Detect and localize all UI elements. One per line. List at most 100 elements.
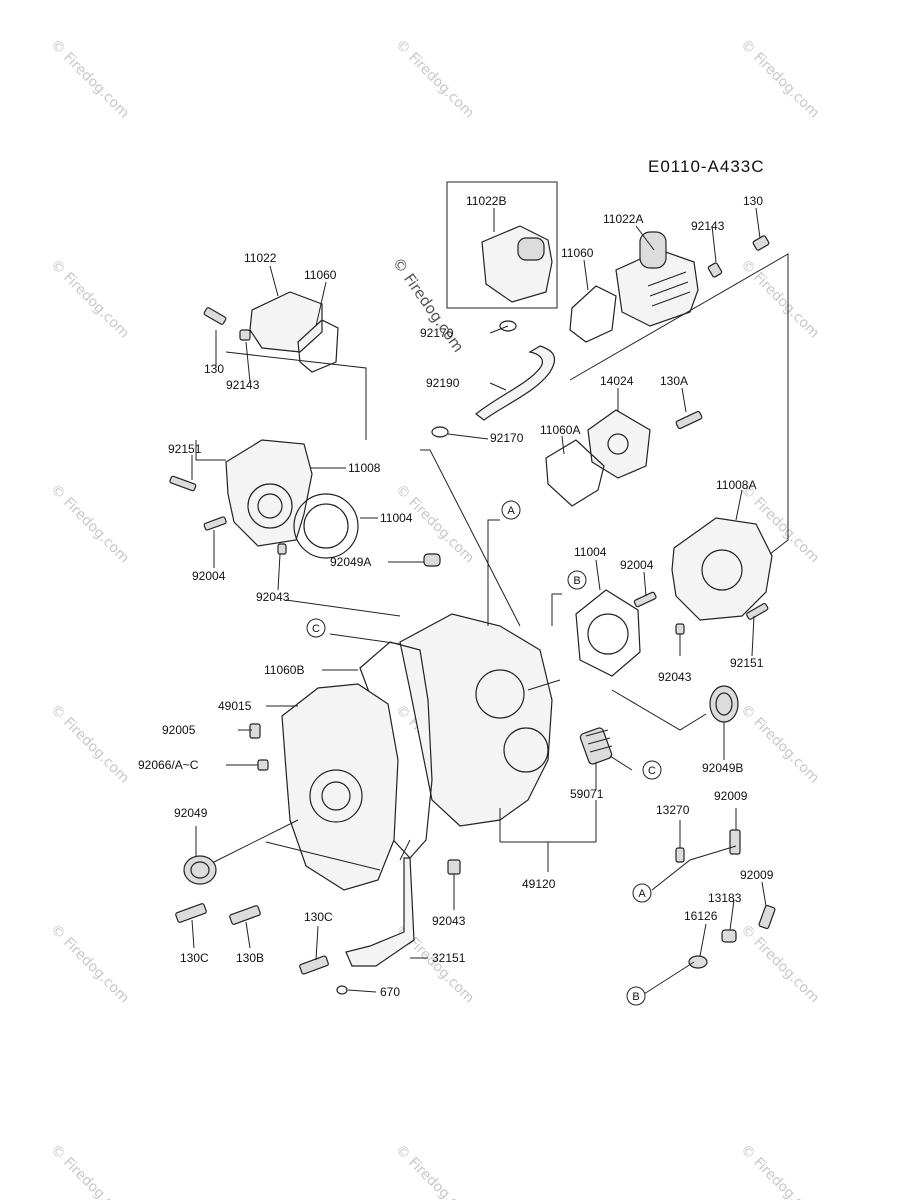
watermark-tile: © Firedog.com (47, 1142, 132, 1200)
svg-text:A: A (507, 505, 515, 517)
hose-92190 (475, 345, 555, 421)
label-92049A: 92049A (330, 555, 371, 569)
pin-92043-right (675, 623, 685, 635)
watermark-tile: © Firedog.com (47, 922, 132, 1007)
pin-92043-left (277, 543, 287, 555)
watermark-tile: © Firedog.com (47, 37, 132, 122)
label-92190: 92190 (426, 376, 460, 390)
label-11022B: 11022B (466, 194, 506, 208)
label-11022A: 11022A (603, 212, 643, 226)
label-11022: 11022 (244, 251, 277, 265)
bolt-92009-b (758, 904, 776, 930)
label-92009-a: 92009 (714, 789, 748, 803)
oil-seal-92049B (709, 685, 739, 723)
bolt-130-top (752, 235, 770, 251)
clamp-92170-mid (431, 426, 449, 438)
label-92004-left: 92004 (192, 569, 226, 583)
svg-text:A: A (638, 888, 646, 900)
label-92170-mid: 92170 (490, 431, 524, 445)
label-16126: 16126 (684, 909, 718, 923)
pin-92043-bottom (447, 859, 461, 875)
label-11060A: 11060A (540, 423, 580, 437)
watermark-tile: © Firedog.com (47, 702, 132, 787)
bolt-92151-left (169, 475, 197, 492)
watermark-tile: © Firedog.com (392, 37, 477, 122)
label-92043-left: 92043 (256, 590, 290, 604)
watermark-center: © Firedog.com (389, 254, 468, 356)
plug-92066 (257, 759, 269, 771)
bolt-130C-right (299, 955, 329, 975)
pipe-32151 (345, 857, 415, 967)
stud-92004-right (633, 591, 657, 608)
label-92066: 92066/A~C (138, 758, 199, 772)
label-11004-left: 11004 (380, 511, 413, 525)
label-59071: 59071 (570, 787, 604, 801)
label-92170-top: 92170 (420, 326, 454, 340)
label-92151-left: 92151 (168, 442, 202, 456)
bolt-92151-right (746, 603, 769, 620)
pin-13270 (675, 847, 685, 863)
head-gasket-11004-right (575, 589, 641, 677)
plug-92049A (423, 553, 441, 567)
label-11060B: 11060B (264, 663, 304, 677)
callout-C-top: C (306, 618, 326, 638)
label-130B: 130B (236, 951, 264, 965)
cylinder-head-cover-11022B (481, 225, 553, 303)
bolt-130C-left (175, 903, 207, 923)
watermark-tile: © Firedog.com (737, 702, 822, 787)
svg-text:B: B (632, 991, 639, 1003)
crankcase-right-half (399, 613, 553, 827)
watermark-tile: © Firedog.com (47, 257, 132, 342)
label-13183: 13183 (708, 891, 742, 905)
part-16126 (688, 955, 708, 969)
gasket-11060-left (297, 319, 339, 373)
stud-92004-left (203, 516, 227, 531)
label-130C-left: 130C (180, 951, 209, 965)
callout-A-bottom: A (632, 883, 652, 903)
watermark-tile: © Firedog.com (737, 1142, 822, 1200)
label-92151-right: 92151 (730, 656, 764, 670)
label-13270: 13270 (656, 803, 690, 817)
cylinder-head-11008 (225, 439, 313, 547)
label-11004-right: 11004 (574, 545, 607, 559)
svg-text:C: C (312, 623, 320, 635)
oil-seal-92049 (183, 855, 217, 885)
label-14024: 14024 (600, 374, 634, 388)
crankcase-left-half (281, 683, 399, 891)
cylinder-head-11008A (671, 517, 773, 621)
cover-neck-icon (639, 231, 667, 269)
fitting-92005 (249, 723, 261, 739)
part-13183 (721, 929, 737, 943)
label-130-top: 130 (743, 194, 763, 208)
gasket-11060A (545, 439, 605, 507)
bolt-130B (229, 905, 261, 925)
label-92009-b: 92009 (740, 868, 774, 882)
label-130A: 130A (660, 374, 688, 388)
label-92043-right: 92043 (658, 670, 692, 684)
svg-text:C: C (648, 765, 656, 777)
label-130-left: 130 (204, 362, 224, 376)
label-11008: 11008 (348, 461, 381, 475)
watermark-tile: © Firedog.com (737, 37, 822, 122)
bolt-130-left (203, 307, 227, 325)
head-gasket-11004-left (293, 493, 359, 559)
bolt-130A (675, 410, 703, 430)
label-92005: 92005 (162, 723, 196, 737)
diagram-code: E0110-A433C (648, 157, 765, 176)
callout-C-mid: C (642, 760, 662, 780)
label-670: 670 (380, 985, 400, 999)
callout-A-top: A (501, 500, 521, 520)
pin-92143-left (239, 329, 251, 341)
leader-lines (191, 207, 789, 995)
watermark-tile: © Firedog.com (392, 1142, 477, 1200)
clamp-92170-top (499, 320, 517, 332)
watermark-tile: © Firedog.com (47, 482, 132, 567)
callout-B-bottom: B (626, 986, 646, 1006)
label-49120: 49120 (522, 877, 556, 891)
bolt-92009-a (729, 829, 741, 855)
inset-box-11022B (446, 181, 558, 309)
callout-B-top: B (567, 570, 587, 590)
cylinder-head-cover-11022 (249, 291, 323, 353)
label-32151: 32151 (432, 951, 466, 965)
